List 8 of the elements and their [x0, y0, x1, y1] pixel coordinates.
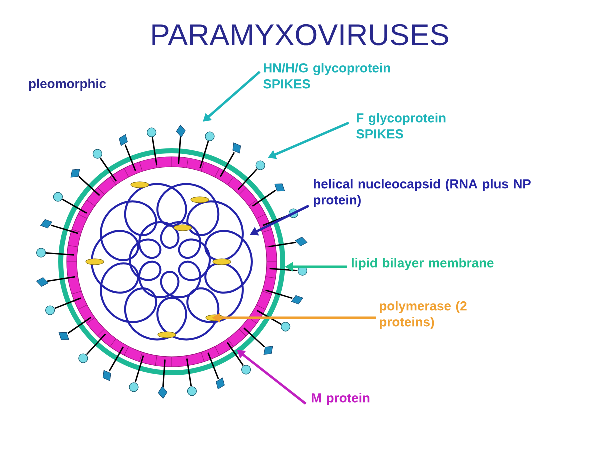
title: PARAMYXOVIRUSES: [152, 24, 448, 46]
callout-text: F glycoprotein SPIKES: [356, 113, 446, 139]
callout-text: HN/H/G glycoprotein SPIKES: [264, 63, 390, 89]
callout-text: lipid bilayer membrane: [352, 258, 494, 270]
callout-text: polymerase (2 proteins): [380, 301, 467, 330]
callout-text: M protein: [312, 393, 370, 406]
callout-text: helical nucleocapsid (RNA plus NP protein): [314, 179, 531, 208]
label-text: pleomorphic: [29, 78, 106, 92]
